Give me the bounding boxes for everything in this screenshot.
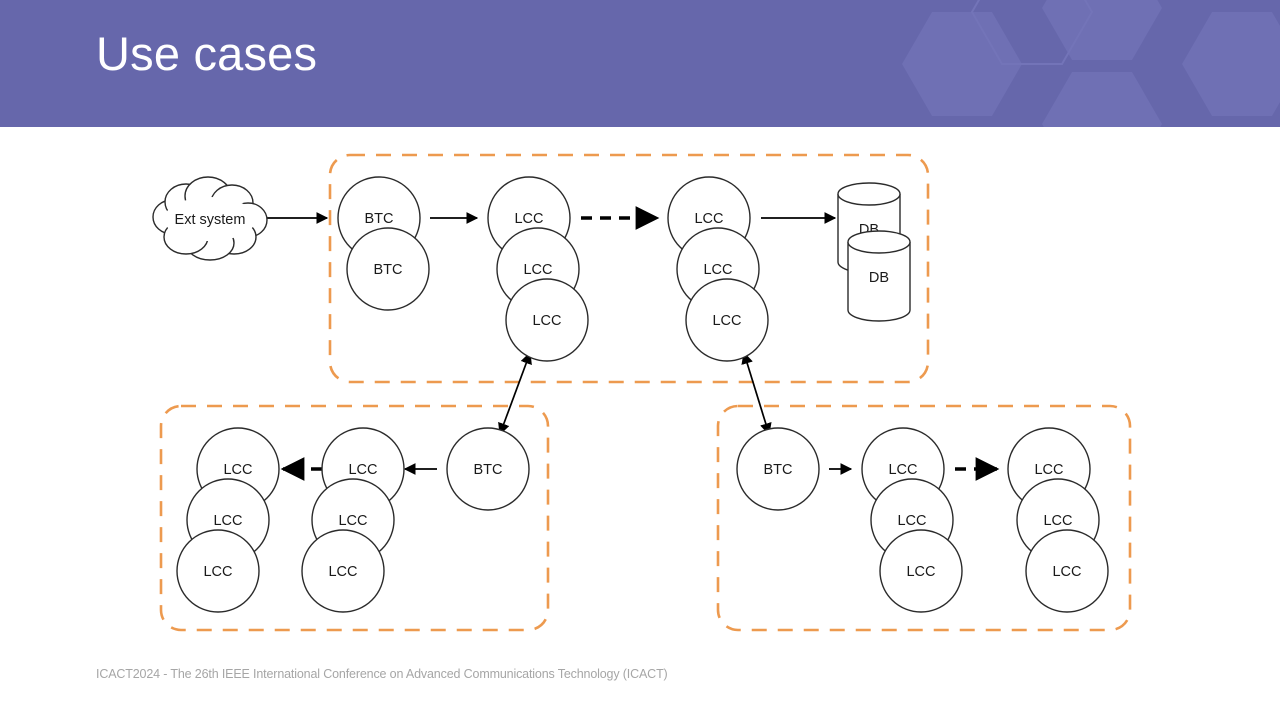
stack-lcc-bl-1: LCC LCC LCC [176, 427, 280, 613]
page-title: Use cases [96, 27, 318, 80]
node-label: BTC [365, 211, 394, 227]
node-circle [446, 427, 530, 511]
edge-lcc-top2-btc-br [741, 351, 772, 436]
connector-edges [264, 206, 1000, 481]
hexagon-pattern-icon [902, 0, 1280, 127]
stack-lcc-bl-2: LCC LCC LCC [301, 427, 405, 613]
node-label: LCC [532, 313, 561, 329]
group-bottom-left [159, 404, 550, 632]
node-btc-br: BTC [736, 427, 820, 511]
stack-lcc-top-2: LCC LCC LCC [667, 176, 769, 362]
cloud-fill [164, 197, 256, 241]
node-label: BTC [764, 462, 793, 478]
slide-header-band: Use cases [0, 0, 1280, 127]
edge-lcc-top1-btc-bl [498, 351, 532, 436]
node-label: LCC [1052, 564, 1081, 580]
node-circle [1025, 529, 1109, 613]
stack-lcc-top-1: LCC LCC LCC [487, 176, 589, 362]
node-label: LCC [338, 513, 367, 529]
node-label: LCC [1034, 462, 1063, 478]
node-label: BTC [374, 262, 403, 278]
node-label: LCC [523, 262, 552, 278]
stack-lcc-br-2: LCC LCC LCC [1007, 427, 1109, 613]
db-cylinder-body [847, 242, 911, 322]
node-btc-bl: BTC [446, 427, 530, 511]
node-circle [736, 427, 820, 511]
node-label: LCC [514, 211, 543, 227]
node-label: LCC [906, 564, 935, 580]
node-label: LCC [223, 462, 252, 478]
node-ext-system: Ext system [152, 176, 268, 261]
db-cylinder-top [847, 230, 911, 254]
node-circle [685, 278, 769, 362]
group-bottom-right [716, 404, 1132, 632]
node-label: LCC [694, 211, 723, 227]
node-label: LCC [203, 564, 232, 580]
node-circle [505, 278, 589, 362]
node-label: LCC [213, 513, 242, 529]
node-label: LCC [712, 313, 741, 329]
node-label: LCC [703, 262, 732, 278]
db-label: DB [869, 270, 889, 286]
stack-lcc-br-1: LCC LCC LCC [861, 427, 963, 613]
node-circle [176, 529, 260, 613]
node-label: LCC [897, 513, 926, 529]
node-circle [301, 529, 385, 613]
node-label: LCC [1043, 513, 1072, 529]
db-cylinder-top [837, 182, 901, 206]
footer-conference-note: ICACT2024 - The 26th IEEE International … [96, 667, 668, 681]
node-circle [346, 227, 430, 311]
node-label: LCC [328, 564, 357, 580]
node-circle [879, 529, 963, 613]
group-boundaries [159, 153, 1132, 632]
node-label: LCC [348, 462, 377, 478]
node-label: LCC [888, 462, 917, 478]
node-label: BTC [474, 462, 503, 478]
stack-btc-top: BTC BTC [337, 176, 430, 311]
node-label-ext-system: Ext system [175, 212, 246, 228]
group-top [328, 153, 930, 384]
